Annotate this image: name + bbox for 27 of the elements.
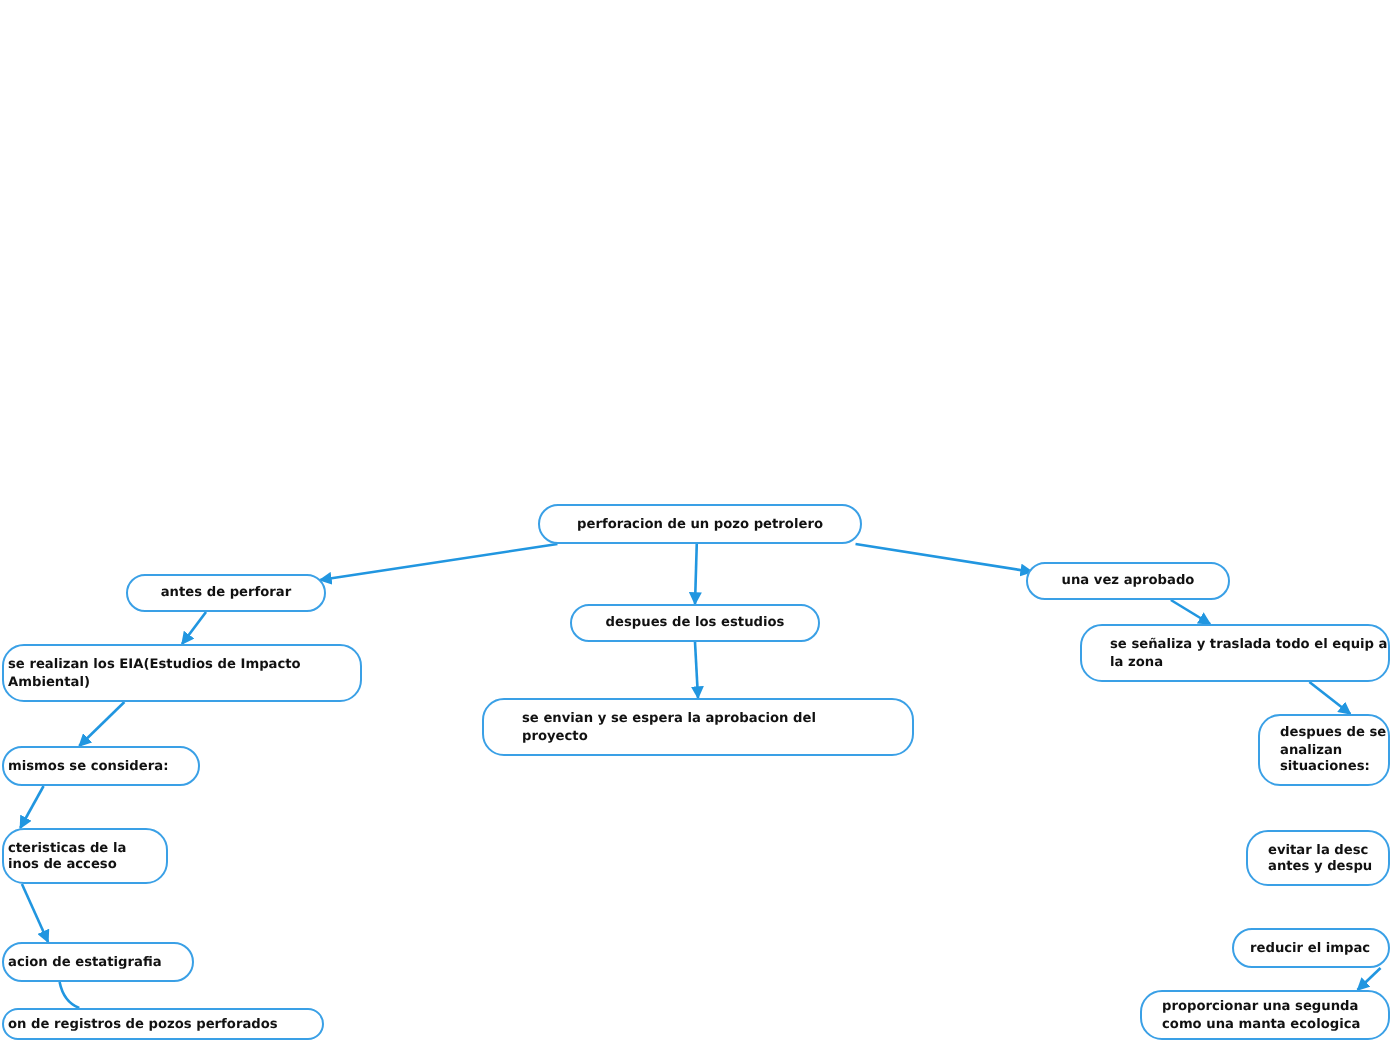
arrow <box>688 543 702 606</box>
arrow <box>1356 967 1382 991</box>
rounded-box <box>2 942 194 982</box>
rounded-box <box>538 504 862 544</box>
rounded-box <box>1258 714 1390 786</box>
arrow <box>20 883 50 944</box>
rounded-box <box>2 746 200 786</box>
arrow <box>318 542 558 585</box>
rounded-box <box>1246 830 1390 886</box>
arrow <box>1170 598 1212 626</box>
rounded-box <box>1080 624 1390 682</box>
rounded-box <box>2 828 168 884</box>
arrow <box>855 542 1034 577</box>
rounded-box <box>1140 990 1390 1040</box>
rounded-box <box>1232 928 1390 968</box>
rounded-box <box>2 1008 324 1040</box>
rounded-box <box>1026 562 1230 600</box>
rounded-box <box>2 644 362 702</box>
arrow <box>690 641 704 700</box>
arrow <box>1308 680 1352 716</box>
arrow <box>78 701 126 747</box>
rounded-box <box>570 604 820 642</box>
arrow <box>180 611 208 646</box>
rounded-box <box>482 698 914 756</box>
arrow <box>19 785 45 830</box>
rounded-box <box>126 574 326 612</box>
connector-line <box>58 981 80 1010</box>
